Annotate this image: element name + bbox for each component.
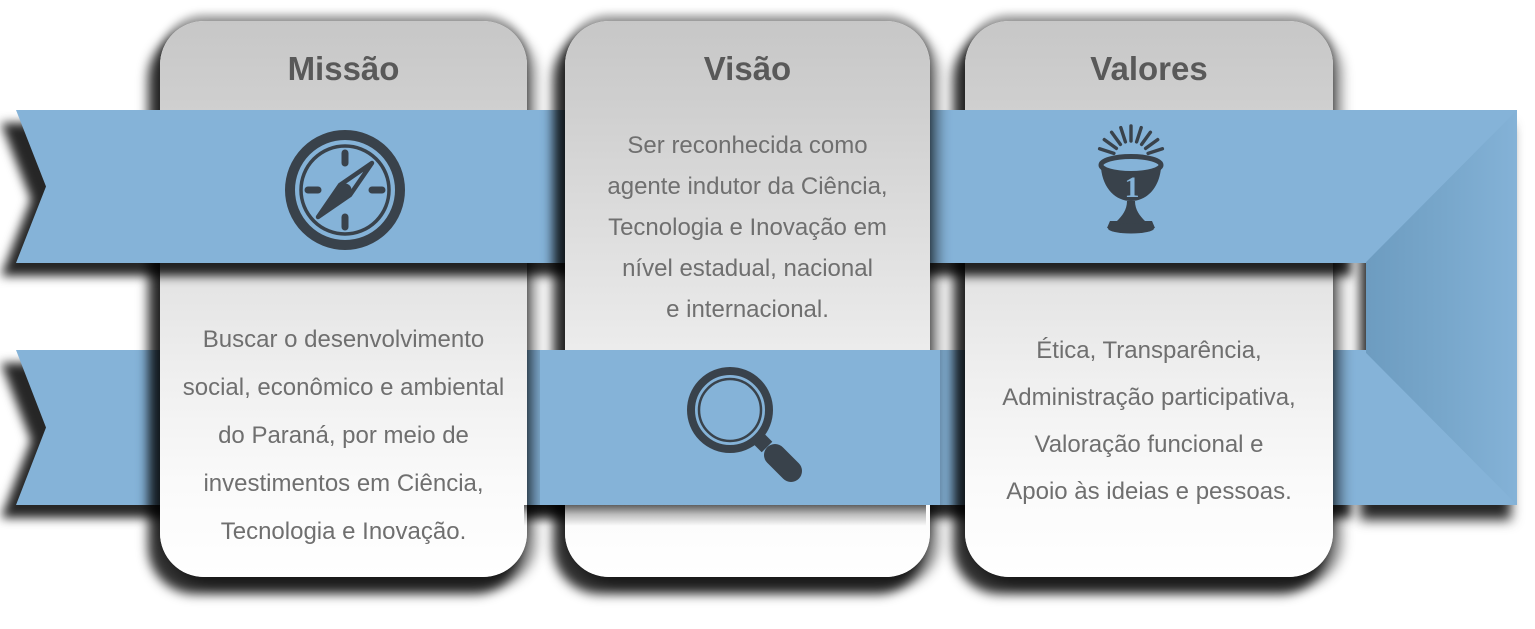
card-missao-title: Missão [287, 50, 400, 87]
ribbon-arrow-block [1366, 110, 1517, 505]
card-valores: Valores Ética, Transparência,Administraç… [965, 21, 1333, 577]
magnifier-icon [687, 367, 802, 482]
ribbon-shadow-band [524, 505, 926, 526]
trophy-rank-number: 1 [1125, 171, 1140, 204]
trophy-icon: 1 [1097, 124, 1165, 234]
card-visao-title: Visão [703, 50, 792, 87]
bottom-ribbon-front-strip [540, 350, 940, 505]
card-valores-title: Valores [1090, 50, 1208, 87]
card-valores-body: Ética, Transparência,Administração parti… [1002, 337, 1296, 505]
compass-icon [285, 130, 405, 250]
